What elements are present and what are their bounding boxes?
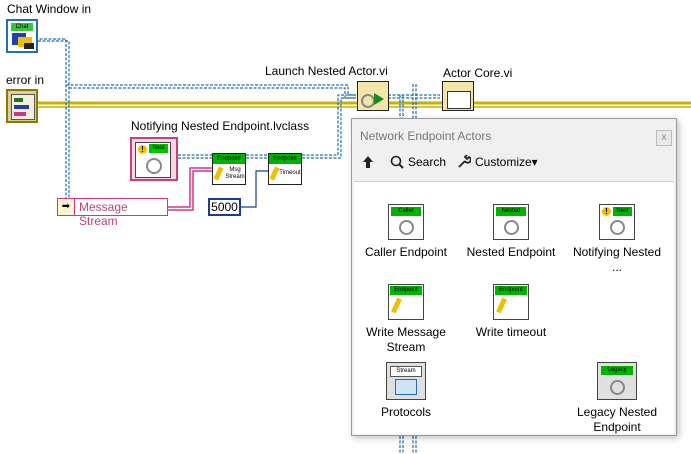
search-label: Search [408,155,447,169]
item-label: Nested Endpoint [466,245,556,259]
play-icon [374,93,384,105]
up-arrow-icon [363,156,373,168]
notifying-class-label: Notifying Nested Endpoint.lvclass [131,119,310,133]
palette-item-legacy-nested-endpoint[interactable]: Legacy Legacy Nested Endpoint [567,362,667,435]
gear-icon [610,220,625,235]
customize-button[interactable]: Customize▾ [457,155,538,169]
functions-palette[interactable]: Network Endpoint Actors x Search Customi… [351,118,677,436]
arrow-right-icon: ➡ [58,199,75,215]
actor-core-icon [447,91,471,109]
actor-core-vi[interactable] [442,81,474,111]
item-label: Write Message Stream [366,325,446,354]
timeout-wire[interactable] [241,170,268,208]
warning-icon: ! [138,145,147,154]
endpoint-tag: Endpoint [269,154,301,164]
palette-item-write-message-stream[interactable]: Endpoint Write Message Stream [356,284,456,355]
error-in-label: error in [6,73,45,87]
endpoint-tag: Endpoint [495,286,527,295]
nest-tag: Nest [613,207,632,216]
notifying-class-constant[interactable]: ! Nest [130,137,178,181]
actor-core-label: Actor Core.vi [443,66,513,80]
protocols-folder-icon: Stream [386,362,426,400]
pencil-icon [269,166,280,181]
chat-window-terminal[interactable]: Chat [6,19,38,53]
palette-title: Network Endpoint Actors [360,129,492,143]
legacy-folder-icon: Legacy [597,362,637,400]
timeout-constant[interactable]: 5000 [208,198,241,216]
write-message-stream-icon: Endpoint [388,284,424,320]
caller-tag: Caller [391,207,421,216]
close-icon[interactable]: x [656,130,672,146]
gear-icon [399,220,414,235]
launch-nested-actor-vi[interactable] [357,81,389,111]
up-button[interactable] [362,155,374,169]
gear-icon [504,220,519,235]
search-icon [390,155,404,169]
item-label: Legacy Nested Endpoint [576,405,658,434]
write-timeout-icon: Endpoint [493,284,529,320]
gear-icon [610,380,625,395]
legacy-tag: Legacy [601,366,633,375]
write-timeout-node[interactable]: Endpoint Timeout [268,153,302,185]
error-in-terminal[interactable] [6,89,38,123]
search-button[interactable]: Search [390,155,446,169]
item-label: Write timeout [475,325,547,339]
error-cluster-icon [11,94,35,120]
palette-items-area: Caller Caller Endpoint Nested Nested End… [354,181,674,434]
pencil-icon [213,166,224,181]
customize-label: Customize▾ [475,155,538,169]
timeout-text: Timeout [279,170,301,176]
nest-tag: Nest [149,144,168,153]
nested-tag: Nested [496,207,526,216]
write-message-stream-node[interactable]: Endpoint Msg Stream [212,153,246,185]
item-label: Notifying Nested ... [572,245,662,274]
palette-item-nested-endpoint[interactable]: Nested Nested Endpoint [461,204,561,260]
palette-item-write-timeout[interactable]: Endpoint Write timeout [461,284,561,340]
caller-endpoint-icon: Caller [388,204,424,240]
message-stream-constant[interactable]: ➡ Message Stream [57,198,168,228]
gear-icon [146,158,162,174]
chat-window-in-label: Chat Window in [7,2,92,16]
message-stream-wire[interactable] [168,167,212,211]
palette-item-protocols[interactable]: Stream Protocols [356,362,456,420]
notifying-nested-icon: ! Nest [599,204,635,240]
endpoint-tag: Endpoint [390,286,422,295]
msg-stream-text: Msg Stream [225,167,245,180]
launch-nested-actor-label: Launch Nested Actor.vi [265,64,388,78]
pencil-icon [391,297,402,314]
warning-icon: ! [602,207,611,216]
palette-item-caller-endpoint[interactable]: Caller Caller Endpoint [356,204,456,260]
chat-icon: Chat [11,23,33,31]
item-label: Caller Endpoint [364,245,448,259]
wrench-icon [458,155,471,168]
endpoint-tag: Endpoint [213,154,245,164]
nested-endpoint-icon: Nested [493,204,529,240]
stream-tag: Stream [390,366,422,377]
pencil-icon [496,297,507,314]
item-label: Protocols [380,405,432,419]
message-stream-text: Message Stream [79,200,128,228]
gear-icon [361,94,375,108]
palette-item-notifying-nested[interactable]: ! Nest Notifying Nested ... [567,204,667,275]
